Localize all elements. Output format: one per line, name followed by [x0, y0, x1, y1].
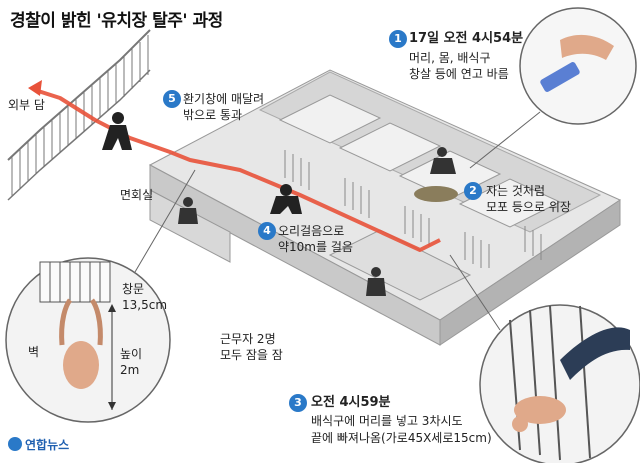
step-4-desc-line2: 약10m를 걸음: [278, 240, 353, 254]
step-3-desc-line1: 배식구에 머리를 넣고 3차시도: [311, 414, 463, 428]
yonhap-logo-icon: [8, 437, 22, 451]
step-2-desc-line2: 모포 등으로 위장: [486, 200, 571, 214]
window-size-label: 13,5cm: [122, 298, 168, 312]
guards-label-line2: 모두 잠을 잠: [220, 348, 283, 362]
escape-route: [34, 88, 441, 252]
step-1-badge: 1: [389, 30, 407, 48]
step-2-badge: 2: [464, 182, 482, 200]
step-5-badge: 5: [163, 90, 181, 108]
step-3-time: 오전 4시59분: [311, 395, 391, 410]
step-2-desc-line1: 자는 것처럼: [486, 184, 546, 198]
route-arrowhead: [28, 80, 42, 96]
outer-wall-label: 외부 담: [8, 98, 45, 112]
escapee-figure-crouching: [270, 184, 302, 214]
step-4-desc-line1: 오리걸음으로: [278, 224, 345, 238]
step-4-badge: 4: [258, 222, 276, 240]
window-closeup: [5, 169, 196, 423]
step-3-badge: 3: [289, 394, 307, 412]
guard-figure-1: [178, 197, 198, 224]
building: [148, 69, 622, 346]
step-3-desc-line2: 끝에 빠져나옴(가로45X세로15cm): [311, 431, 492, 445]
height-label: 높이: [120, 347, 143, 361]
visit-room-label: 면회실: [120, 188, 154, 202]
window-label: 창문: [122, 282, 145, 296]
page-title: 경찰이 밝힌 '유치장 탈주' 과정: [10, 11, 223, 31]
step-5-desc-line1: 환기창에 매달려: [183, 92, 265, 106]
ointment-closeup: [469, 7, 637, 169]
height-value: 2m: [120, 363, 140, 377]
food-slot-closeup: [449, 254, 640, 463]
blanket-decoy: [414, 186, 458, 202]
step-1-desc-line1: 머리, 몸, 배식구: [409, 51, 491, 65]
logo-text: 연합뉴스: [25, 438, 70, 452]
guards-label-line1: 근무자 2명: [220, 332, 276, 346]
yonhap-logo: 연합뉴스: [8, 436, 69, 453]
guard-figure-2: [366, 267, 386, 296]
escapee-figure-outside: [102, 112, 132, 150]
outer-fence: [7, 29, 151, 201]
wall-label: 벽: [28, 345, 40, 359]
step-1-desc-line2: 창살 등에 연고 바름: [409, 67, 509, 81]
sleeping-inmate-figure: [430, 147, 456, 174]
step-1-time: 17일 오전 4시54분: [409, 31, 524, 46]
step-5-desc-line2: 밖으로 통과: [183, 108, 243, 122]
